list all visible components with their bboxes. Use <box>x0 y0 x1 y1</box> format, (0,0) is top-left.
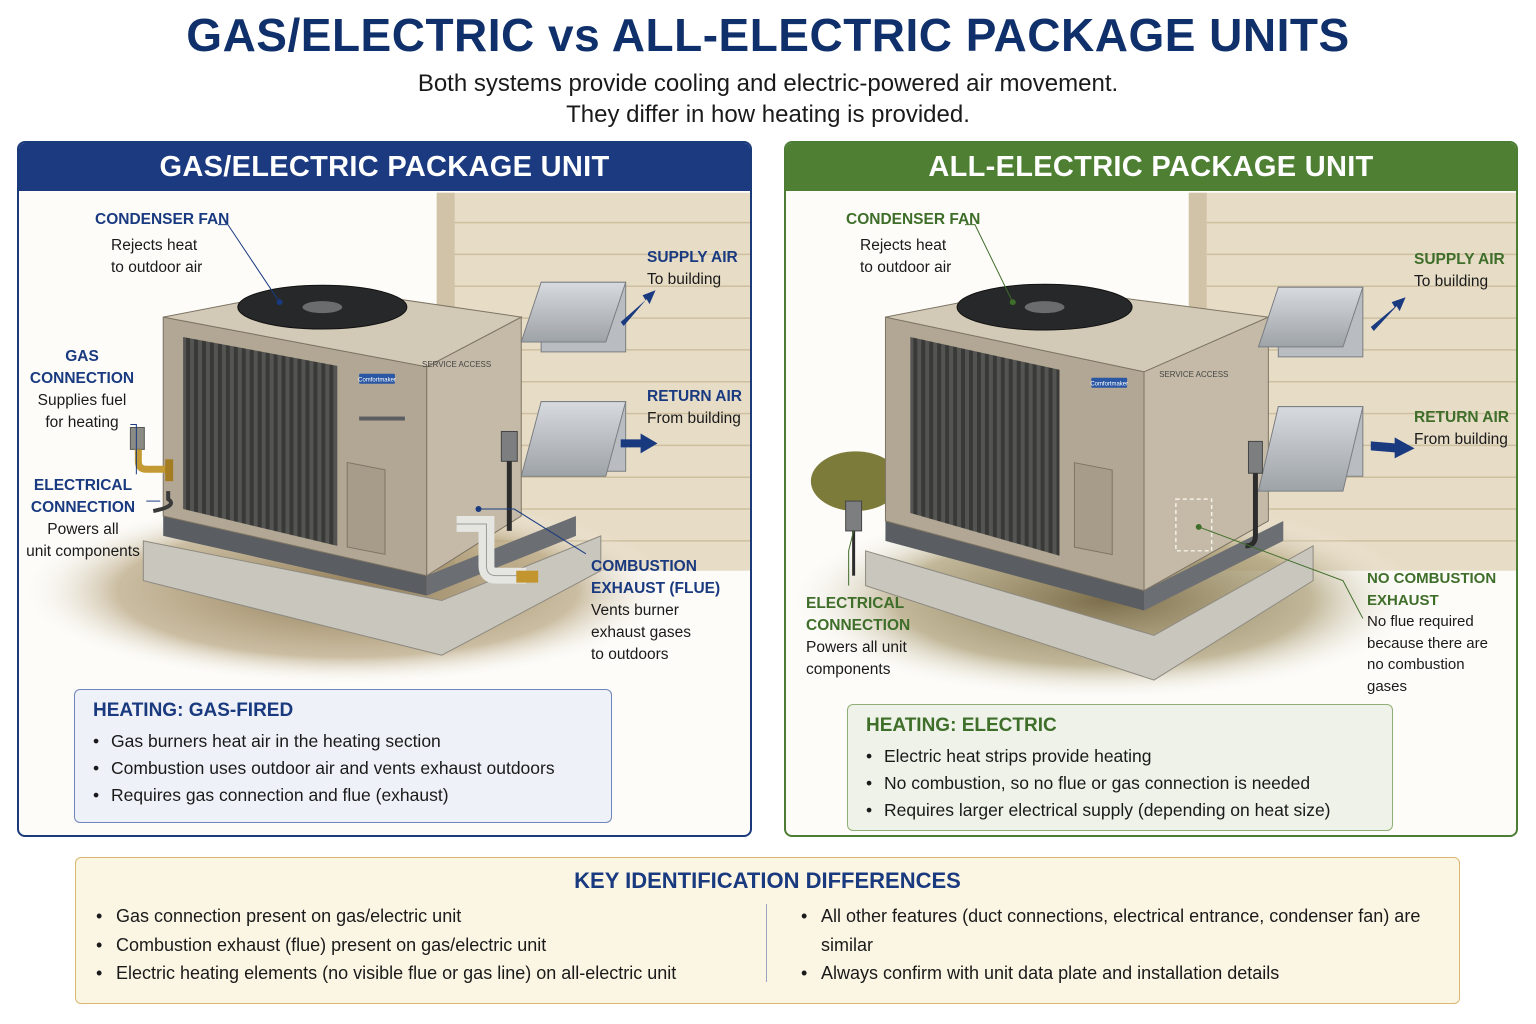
return-air-label: RETURN AIR From building <box>647 388 743 427</box>
list-item: Gas burners heat air in the heating sect… <box>93 728 593 755</box>
supply-arrow-icon <box>620 290 656 327</box>
heating-electric-box: HEATING: ELECTRIC Electric heat strips p… <box>847 704 1393 831</box>
no-combustion-outline <box>1175 498 1213 552</box>
electrical-conduit-icon <box>152 430 518 531</box>
subtitle-line-2: They differ in how heating is provided. <box>566 101 970 128</box>
condenser-fan-label: CONDENSER FAN <box>846 211 981 228</box>
list-item: Combustion uses outdoor air and vents ex… <box>93 755 593 782</box>
condenser-fan-label: CONDENSER FAN <box>95 211 230 228</box>
flue-pipe-icon <box>456 516 539 584</box>
concrete-pad <box>865 544 1314 681</box>
return-arrow-icon <box>1370 437 1415 459</box>
list-item: Gas connection present on gas/electric u… <box>96 902 756 931</box>
heating-gas-fired-title: HEATING: GAS-FIRED <box>93 700 294 721</box>
gas-line-icon <box>129 426 174 482</box>
concrete-pad <box>142 535 602 656</box>
key-differences-title: KEY IDENTIFICATION DIFFERENCES <box>574 868 961 893</box>
list-item: Combustion exhaust (flue) present on gas… <box>96 931 756 960</box>
no-combustion-exhaust-label: NO COMBUSTION EXHAUST No flue required b… <box>1367 570 1497 695</box>
key-differences-left-list: Gas connection present on gas/electric u… <box>96 902 756 988</box>
key-differences-box: KEY IDENTIFICATION DIFFERENCES Gas conne… <box>75 857 1460 1004</box>
return-duct <box>520 401 627 477</box>
gas-connection-label: GAS CONNECTION Supplies fuel for heating <box>29 348 135 431</box>
list-item: Requires larger electrical supply (depen… <box>866 797 1374 824</box>
all-electric-panel: ALL-ELECTRIC PACKAGE UNIT <box>784 141 1518 837</box>
list-item: Electric heating elements (no visible fl… <box>96 959 756 988</box>
gas-electric-unit-illustration: Comfortmaker SERVICE ACCESS <box>19 192 750 686</box>
all-electric-panel-header: ALL-ELECTRIC PACKAGE UNIT <box>786 143 1516 191</box>
key-differences-right-list: All other features (duct connections, el… <box>801 902 1421 988</box>
return-arrow-icon <box>620 433 658 454</box>
coil-grille <box>183 336 338 546</box>
shrub <box>810 451 901 512</box>
brand-badge <box>1091 377 1128 388</box>
list-item: No combustion, so no flue or gas connect… <box>866 770 1374 797</box>
list-item: All other features (duct connections, el… <box>801 902 1421 959</box>
return-duct <box>1257 406 1364 492</box>
combustion-exhaust-label: COMBUSTION EXHAUST (FLUE) Vents burner e… <box>591 558 721 663</box>
divider <box>766 904 767 982</box>
supply-arrow-icon <box>1370 297 1406 332</box>
supply-air-label: SUPPLY AIR To building <box>1414 251 1505 290</box>
main-title: GAS/ELECTRIC vs ALL-ELECTRIC PACKAGE UNI… <box>186 9 1350 61</box>
heating-gas-fired-box: HEATING: GAS-FIRED Gas burners heat air … <box>74 689 612 823</box>
brand-badge-text: Comfortmaker <box>358 378 396 384</box>
list-item: Always confirm with unit data plate and … <box>801 959 1421 988</box>
gas-electric-panel: GAS/ELECTRIC PACKAGE UNIT <box>17 141 752 837</box>
list-item: Electric heat strips provide heating <box>866 743 1374 770</box>
brand-badge <box>359 373 395 384</box>
electrical-connection-label: ELECTRICAL CONNECTION Powers all unit co… <box>26 477 140 560</box>
supply-duct <box>1257 286 1364 358</box>
coil-grille <box>910 336 1060 556</box>
brand-badge-text: Comfortmaker <box>1090 382 1128 388</box>
electrical-connection-label: ELECTRICAL CONNECTION Powers all unit co… <box>806 595 911 678</box>
condenser-fan-desc: Rejects heat to outdoor air <box>860 237 952 276</box>
condenser-fan-desc: Rejects heat to outdoor air <box>111 237 203 276</box>
supply-air-label: SUPPLY AIR To building <box>647 249 738 288</box>
gas-electric-panel-header: GAS/ELECTRIC PACKAGE UNIT <box>19 143 750 191</box>
supply-duct <box>520 281 627 353</box>
service-tag: SERVICE ACCESS <box>1159 370 1228 379</box>
subtitle-line-1: Both systems provide cooling and electri… <box>417 70 1119 97</box>
all-electric-unit-illustration: Comfortmaker SERVICE ACCESS <box>786 192 1516 700</box>
return-air-label: RETURN AIR From building <box>1414 409 1510 448</box>
list-item: Requires gas connection and flue (exhaus… <box>93 782 593 809</box>
heating-electric-title: HEATING: ELECTRIC <box>866 715 1057 736</box>
service-tag: SERVICE ACCESS <box>422 360 491 369</box>
